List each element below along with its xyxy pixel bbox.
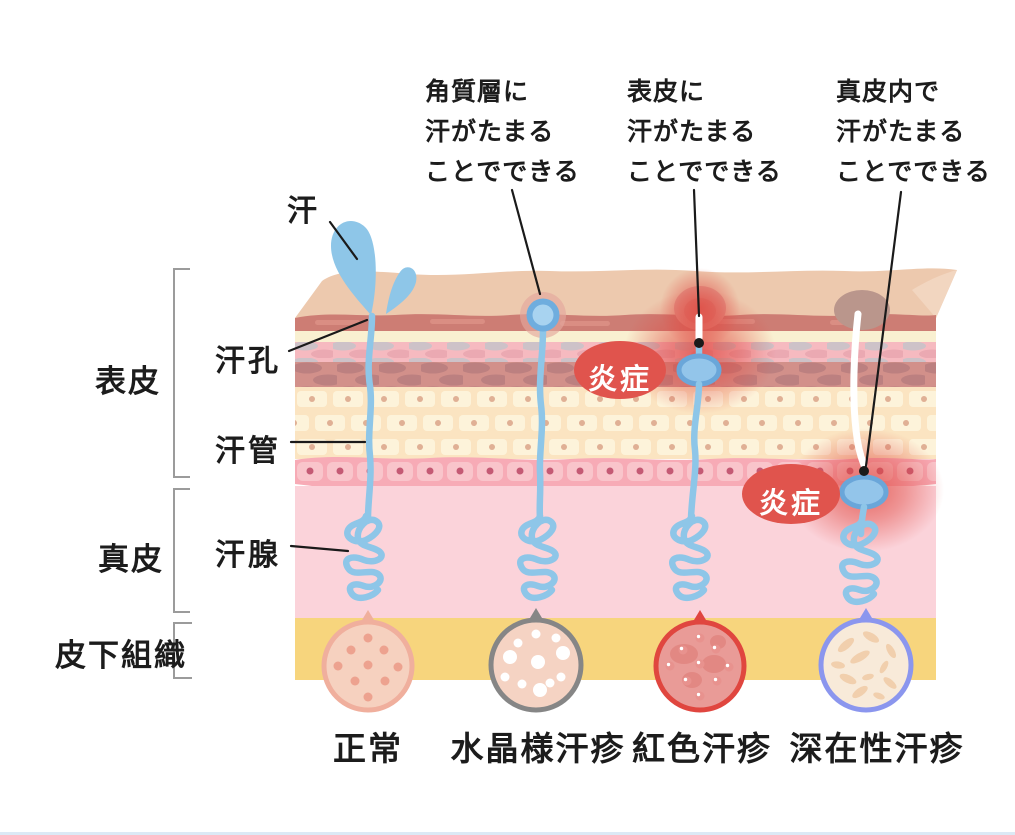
duct-normal [346,312,381,598]
profunda-surface-bump [834,290,890,330]
skin-surface-top-face [295,268,957,318]
duct-crystallina [520,292,566,598]
sweat-droplet-small [386,267,417,314]
pointer-lines [287,188,903,553]
sweat-droplet-large [331,221,376,315]
bracket-epidermis [173,268,190,478]
annotation-rubra: 表皮に 汗がたまる ことでできる [627,77,782,186]
annotation-profunda: 真皮内で 汗がたまる ことでできる [836,77,991,186]
skin-surface-right-facet [912,270,957,318]
pointer-annotation-2 [692,188,701,318]
duct-plug-dot [694,338,704,348]
layer-brackets [173,268,192,679]
label-condition-rubra: 紅色汗疹 [632,729,772,768]
label-condition-normal: 正常 [333,729,403,768]
label-epidermis: 表皮 [95,364,161,400]
bracket-dermis [173,488,190,613]
bottom-border-line [0,832,1015,835]
duct-rubra [672,313,722,598]
duct-profunda [839,310,889,602]
bracket-subcutaneous [173,622,192,679]
label-subcutaneous: 皮下組織 [55,638,187,674]
label-sweat-gland: 汗腺 [215,538,281,573]
pointer-gland [289,544,350,553]
condition-circle-normal [321,610,415,713]
inflammation-label-profunda: 炎症 [758,486,823,520]
pointer-annotation-3 [864,190,903,468]
pointer-sweat [328,220,359,261]
pointer-pore [287,318,369,353]
label-condition-crystallina: 水晶様汗疹 [450,729,626,768]
pointer-annotation-1 [510,188,542,296]
label-sweat: 汗 [287,194,320,229]
dilated-duct-rubra [676,353,722,387]
duct-plug-dot [859,466,869,476]
label-sweat-duct: 汗管 [215,434,281,469]
inflammation-badge-profunda [742,464,840,524]
annotation-crystallina: 角質層に 汗がたまる ことでできる [425,77,580,186]
label-sweat-pore: 汗孔 [215,344,281,379]
condition-circle-crystallina [488,608,584,713]
condition-circle-profunda [818,608,914,713]
label-condition-profunda: 深在性汗疹 [789,729,965,768]
dilated-duct-profunda [839,474,889,510]
condition-circle-rubra [653,610,747,713]
inflammation-badge-rubra [574,341,666,399]
sweat-structures [331,221,889,602]
blocked-duct-white [850,310,868,469]
inflammation-label-rubra: 炎症 [587,362,652,396]
label-dermis: 真皮 [98,542,164,578]
sweat-droplets [331,221,417,315]
